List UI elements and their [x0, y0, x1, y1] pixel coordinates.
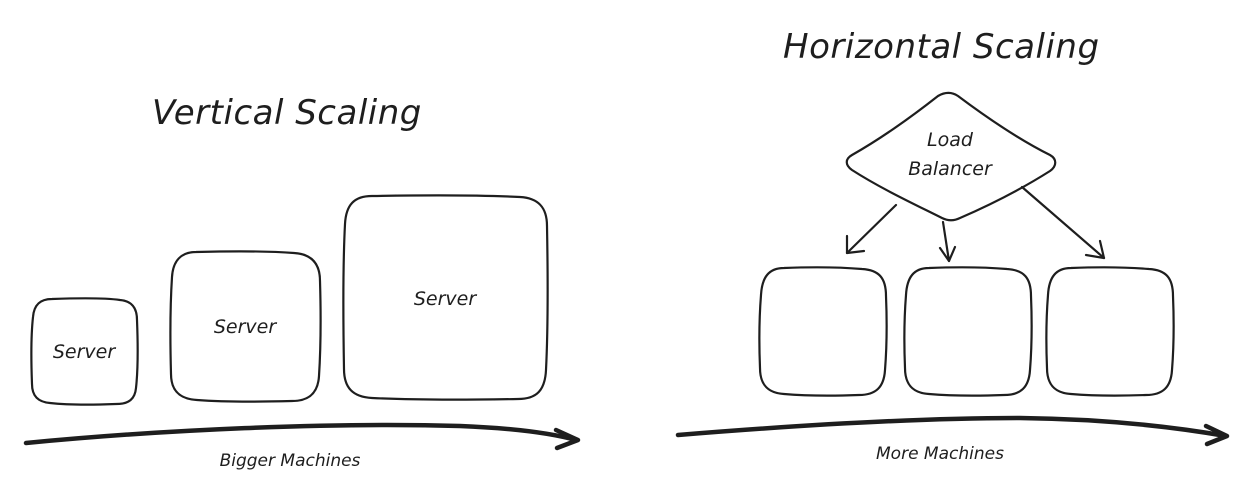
server-node-2 — [903, 266, 1033, 397]
arrow-shaft — [675, 415, 1229, 439]
server-node-3-box — [1045, 266, 1175, 397]
bigger-machines-caption: Bigger Machines — [220, 451, 361, 471]
more-machines-arrow — [675, 415, 1230, 447]
load-balancer-label-line2: Balancer — [908, 158, 993, 180]
vertical-scaling-title: Vertical Scaling — [152, 93, 422, 133]
server-large-label: Server — [414, 288, 477, 310]
horizontal-scaling-title: Horizontal Scaling — [783, 27, 1100, 67]
server-medium: Server — [169, 250, 322, 403]
server-small-box — [30, 297, 139, 406]
server-node-1-box — [758, 266, 888, 397]
arrow-head — [553, 427, 581, 451]
bigger-machines-arrow — [23, 422, 581, 451]
server-small-label: Server — [53, 341, 116, 363]
server-large-box — [342, 194, 549, 401]
load-balancer-label-line1: Load — [927, 129, 974, 151]
vertical-scaling-section: Vertical Scaling Server Server Server Bi… — [23, 93, 581, 471]
lb-arrow-left — [845, 203, 898, 255]
server-medium-label: Server — [214, 316, 277, 338]
arrow-shaft — [23, 422, 579, 446]
load-balancer-diamond — [845, 91, 1057, 222]
horizontal-scaling-section: Horizontal Scaling Load Balancer — [675, 27, 1230, 464]
lb-arrow-right — [1020, 185, 1106, 260]
load-balancer: Load Balancer — [845, 91, 1057, 222]
server-node-2-box — [903, 266, 1033, 397]
lb-arrow-middle — [938, 220, 957, 263]
more-machines-caption: More Machines — [876, 444, 1004, 464]
server-large: Server — [342, 194, 549, 401]
arrow-head — [1203, 423, 1230, 447]
server-medium-box — [169, 250, 322, 403]
server-node-3 — [1045, 266, 1175, 397]
server-node-1 — [758, 266, 888, 397]
server-small: Server — [30, 297, 139, 406]
